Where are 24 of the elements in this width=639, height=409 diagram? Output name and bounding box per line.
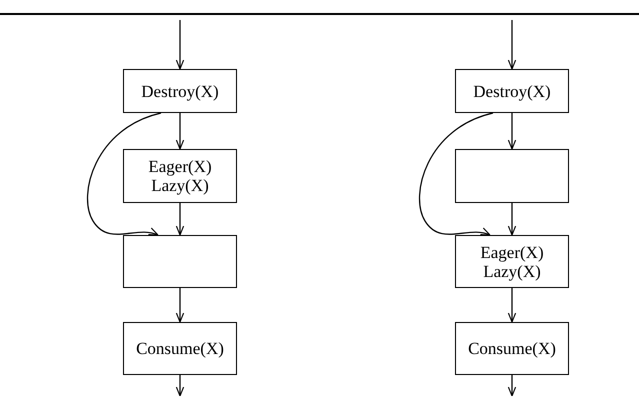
arrow <box>419 112 494 236</box>
arrow <box>176 203 184 236</box>
arrow <box>176 20 184 70</box>
arrow <box>508 20 516 70</box>
arrow <box>87 112 162 236</box>
arrow <box>508 375 516 397</box>
arrow <box>508 288 516 323</box>
box-label: Lazy(X) <box>151 176 209 195</box>
process-box <box>123 322 237 375</box>
process-box <box>123 69 237 113</box>
process-box <box>455 235 569 288</box>
process-box <box>123 235 237 288</box>
process-box <box>455 322 569 375</box>
process-box <box>455 69 569 113</box>
process-box <box>123 149 237 203</box>
arrow <box>176 113 184 150</box>
arrow <box>176 375 184 397</box>
box-label: Consume(X) <box>136 339 224 358</box>
arrow <box>176 288 184 323</box>
box-label: Consume(X) <box>468 339 556 358</box>
arrow <box>508 113 516 150</box>
arrow <box>508 203 516 236</box>
process-box <box>455 149 569 203</box>
box-label: Eager(X) <box>148 157 212 176</box>
